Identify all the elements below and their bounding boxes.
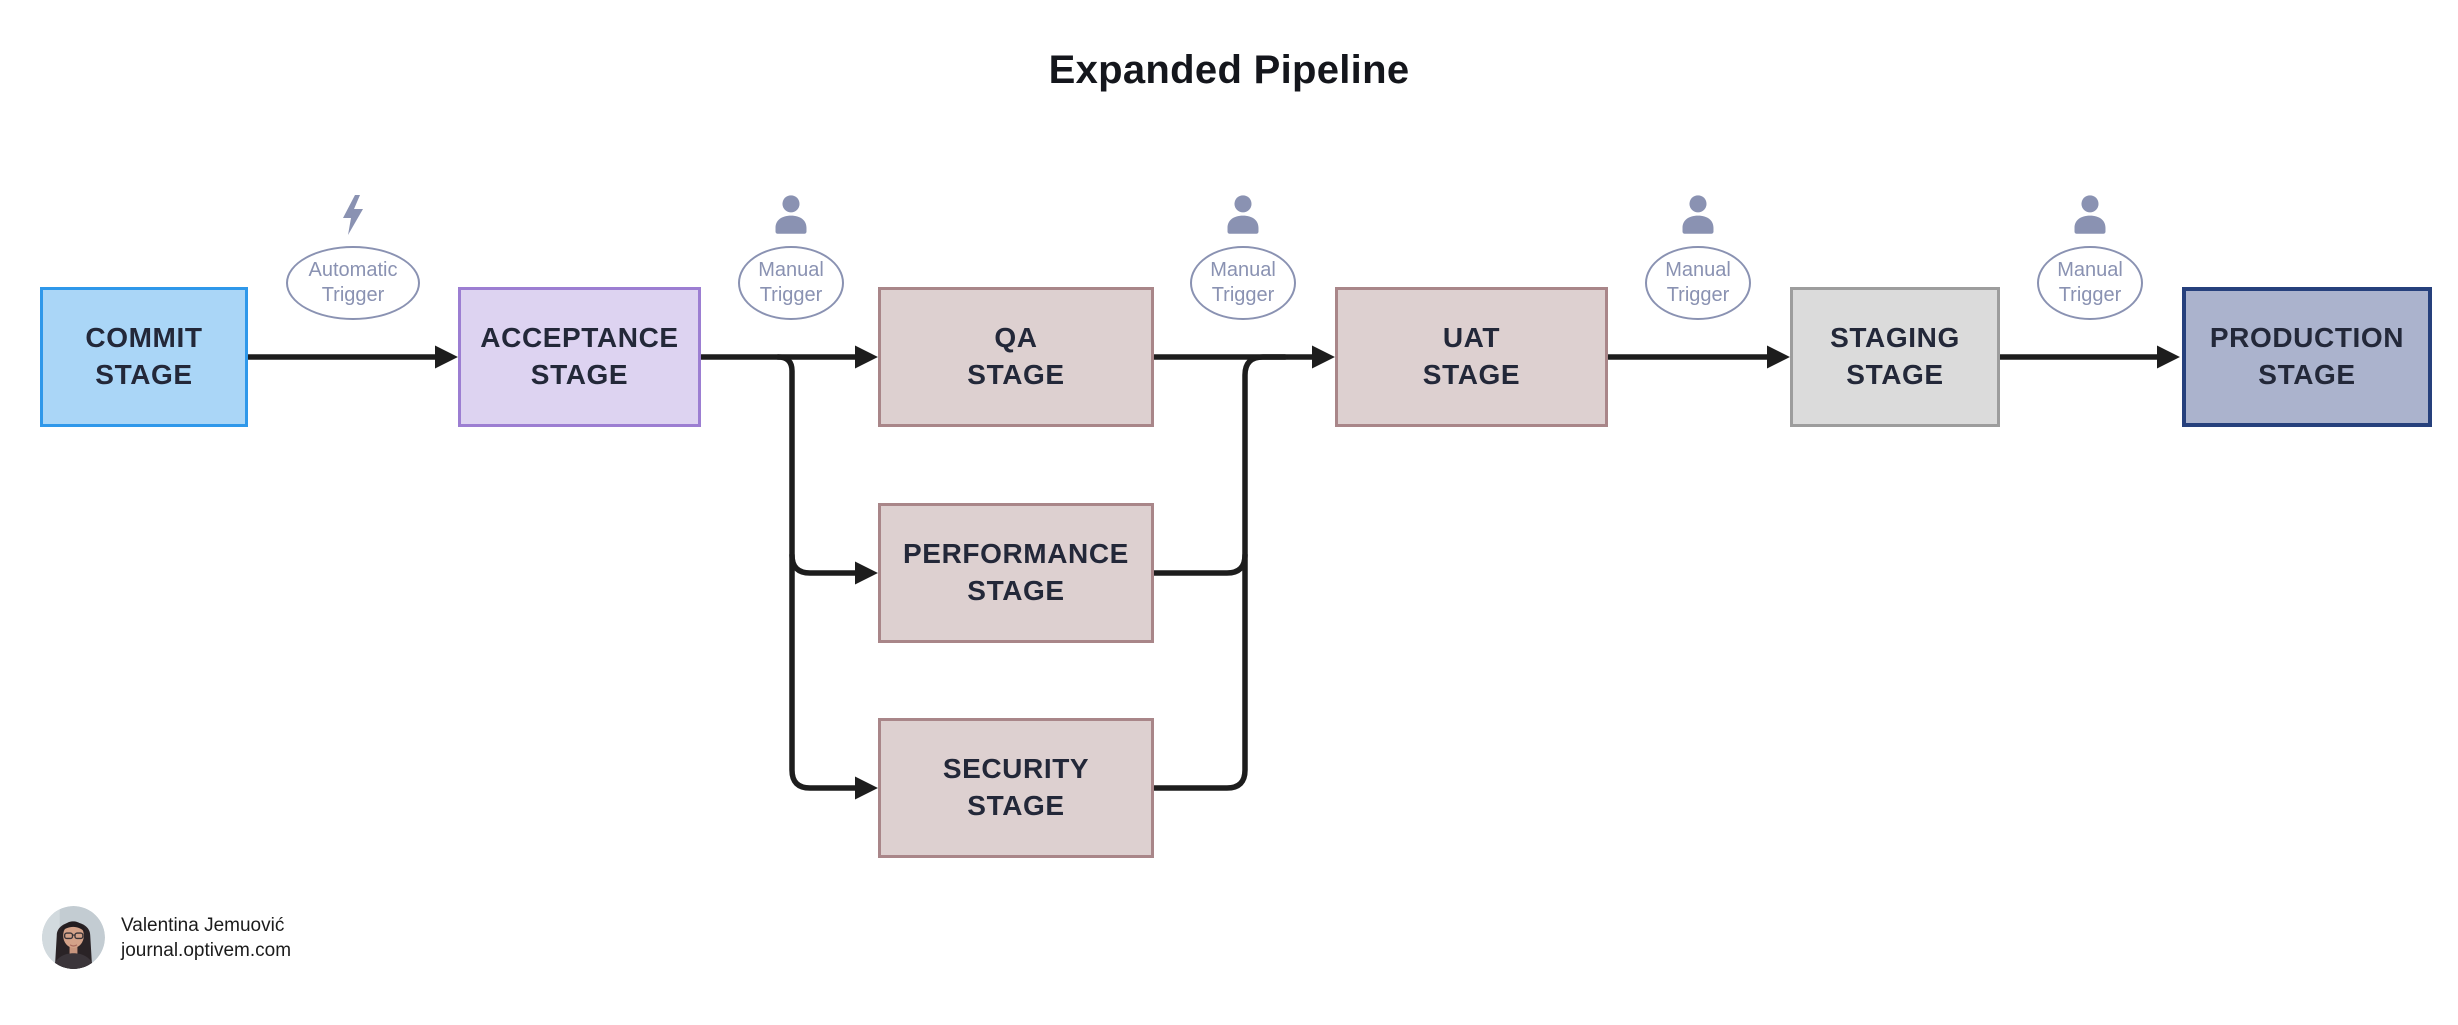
credit-site: journal.optivem.com bbox=[121, 939, 292, 961]
stage-uat: UAT STAGE bbox=[1335, 287, 1608, 427]
trigger-manual-4: Manual Trigger bbox=[2037, 194, 2143, 320]
trigger-manual-3: Manual Trigger bbox=[1645, 194, 1751, 320]
person-icon bbox=[775, 195, 807, 234]
stage-acceptance: ACCEPTANCE STAGE bbox=[458, 287, 701, 427]
merge-performance-to-uat bbox=[1151, 552, 1248, 576]
lightning-icon bbox=[343, 195, 363, 235]
person-icon bbox=[2074, 195, 2106, 234]
person-icon bbox=[1227, 195, 1259, 234]
trigger-bubble: Manual Trigger bbox=[738, 246, 844, 320]
trigger-manual-1: Manual Trigger bbox=[738, 194, 844, 320]
trigger-bubble: Manual Trigger bbox=[1190, 246, 1296, 320]
stage-staging: STAGING STAGE bbox=[1790, 287, 2000, 427]
avatar bbox=[42, 906, 105, 969]
stage-production: PRODUCTION STAGE bbox=[2182, 287, 2432, 427]
stage-performance: PERFORMANCE STAGE bbox=[878, 503, 1154, 643]
diagram-title: Expanded Pipeline bbox=[1048, 48, 1410, 92]
trigger-automatic: Automatic Trigger bbox=[286, 194, 420, 320]
stage-qa: QA STAGE bbox=[878, 287, 1154, 427]
trigger-bubble: Manual Trigger bbox=[1645, 246, 1751, 320]
trigger-bubble: Manual Trigger bbox=[2037, 246, 2143, 320]
branch-acceptance-to-security bbox=[775, 354, 878, 800]
trigger-bubble: Automatic Trigger bbox=[286, 246, 420, 320]
author-credit: Valentina Jemuović journal.optivem.com bbox=[42, 906, 291, 969]
stage-security: SECURITY STAGE bbox=[878, 718, 1154, 858]
branch-acceptance-to-performance bbox=[789, 552, 878, 585]
stage-commit: COMMIT STAGE bbox=[40, 287, 248, 427]
credit-name: Valentina Jemuović bbox=[121, 914, 285, 936]
merge-security-to-uat bbox=[1151, 354, 1288, 791]
person-icon bbox=[1682, 195, 1714, 234]
trigger-manual-2: Manual Trigger bbox=[1190, 194, 1296, 320]
